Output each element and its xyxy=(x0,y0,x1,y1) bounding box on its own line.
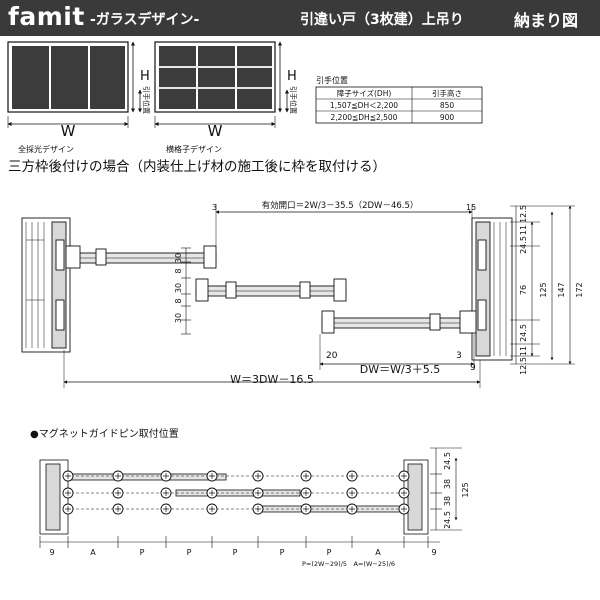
pin-cross-icon xyxy=(401,506,407,512)
pin-spacing-label: P xyxy=(140,548,145,557)
pin-cross-icon xyxy=(163,506,169,512)
door-gap-label: 30 xyxy=(174,253,183,263)
pin-cross-icon xyxy=(349,506,355,512)
header-bar: famit -ガラスデザイン- 引違い戸（3枚建）上吊り 納まり図 xyxy=(0,0,600,36)
pin-cross-icon xyxy=(209,506,215,512)
pin-cross-icon xyxy=(65,490,71,496)
pin-cross-icon xyxy=(115,473,121,479)
right-dim-label: 11 xyxy=(519,346,528,356)
brand-logo: famit xyxy=(8,2,85,31)
right-total-label: 147 xyxy=(557,282,566,297)
right-total-label: 125 xyxy=(539,282,548,297)
pin-cross-icon xyxy=(401,473,407,479)
table-header-size: 障子サイズ(DH) xyxy=(337,88,392,98)
thumb-horizontal-lattice: W 横格子デザイン H 引手位置 xyxy=(154,41,298,154)
door-gap-label: 30 xyxy=(174,283,183,293)
pin-cross-icon xyxy=(209,490,215,496)
pin-cross-icon xyxy=(115,490,121,496)
pin-spacing-label: 9 xyxy=(431,548,436,557)
door-gap-label: 8 xyxy=(174,298,183,303)
pin-cross-icon xyxy=(65,473,71,479)
pin-cross-icon xyxy=(255,506,261,512)
door-gap-label: 8 xyxy=(174,268,183,273)
pin-spacing-label: P xyxy=(187,548,192,557)
thumb2-handle-label: 引手位置 xyxy=(289,86,298,114)
section2-pin-drawing xyxy=(39,447,462,548)
table-title: 引手位置 xyxy=(316,75,348,85)
magnet-pin-layer xyxy=(62,470,410,515)
table-header-height: 引手高さ xyxy=(432,88,462,98)
pin-cross-icon xyxy=(303,506,309,512)
right-dim-label: 12.5 xyxy=(519,205,528,223)
pin-spacing-label: P xyxy=(280,548,285,557)
handle-height-table: 引手位置 障子サイズ(DH) 引手高さ 1,507≦DH＜2,200 850 2… xyxy=(315,75,483,124)
pin-cross-icon xyxy=(209,473,215,479)
right-total-label: 172 xyxy=(575,282,584,297)
thumb1-w-label: W xyxy=(61,122,76,140)
section2-title: ●マグネットガイドピン取付位置 xyxy=(30,427,179,440)
drawing-sheet: W 全採光デザイン H 引手位置 W 横格子デザイン H 引手位置 引手位置 障… xyxy=(7,41,584,568)
series-name: -ガラスデザイン- xyxy=(90,12,200,28)
section2-dimension-labels: 9 A P P P P P A 9 P=(2W−29)/5 A=(W−25)/6… xyxy=(49,452,470,568)
table-cell: 1,507≦DH＜2,200 xyxy=(330,101,398,110)
right-dim-label: 24.5 xyxy=(519,236,528,254)
table-cell: 850 xyxy=(440,101,455,110)
pin-spacing-label: 9 xyxy=(49,548,54,557)
table-cell: 900 xyxy=(440,113,455,122)
dim-right-gap: 15 xyxy=(466,203,476,212)
right-dim-label: 11 xyxy=(519,225,528,235)
thumb2-h-label: H xyxy=(287,69,297,84)
pin-formula: P=(2W−29)/5 A=(W−25)/6 xyxy=(302,560,395,568)
pin-spacing-label: P xyxy=(327,548,332,557)
pin-cross-icon xyxy=(255,473,261,479)
pin-spacing-label: A xyxy=(375,548,381,557)
thumb2-caption: 横格子デザイン xyxy=(166,144,222,154)
section1-plan-drawing xyxy=(21,204,575,388)
right-dim-label: 24.5 xyxy=(443,511,452,529)
pin-cross-icon xyxy=(163,473,169,479)
pin-cross-icon xyxy=(303,490,309,496)
pin-spacing-label: P xyxy=(233,548,238,557)
document-title: 納まり図 xyxy=(514,11,579,30)
dim-effective-opening: 有効開口＝2W/3－35.5（2DW－46.5） xyxy=(262,200,419,211)
pin-cross-icon xyxy=(163,490,169,496)
pin-cross-icon xyxy=(65,506,71,512)
pin-cross-icon xyxy=(401,490,407,496)
right-total-label: 125 xyxy=(461,482,470,497)
table-cell: 2,200≦DH≦2,500 xyxy=(331,113,398,122)
section1-dimension-labels: 3 有効開口＝2W/3－35.5（2DW－46.5） 15 20 DW＝W/3＋… xyxy=(174,200,584,386)
thumb-full-glass: W 全採光デザイン H 引手位置 xyxy=(7,41,151,154)
right-dim-label: 24.5 xyxy=(519,324,528,342)
dim-dw: DW＝W/3＋5.5 xyxy=(360,363,440,376)
pin-cross-icon xyxy=(303,473,309,479)
right-dim-label: 24.5 xyxy=(443,452,452,470)
right-dim-label: 38 xyxy=(443,496,452,506)
pin-cross-icon xyxy=(115,506,121,512)
door-gap-label: 30 xyxy=(174,313,183,323)
right-dim-label: 12.5 xyxy=(519,357,528,375)
product-name: 引違い戸（3枚建）上吊り xyxy=(300,12,464,28)
thumb2-w-label: W xyxy=(208,122,223,140)
dim-dw-offset: 20 xyxy=(326,351,338,361)
pin-spacing-label: A xyxy=(90,548,96,557)
dim-dw-end: 3 xyxy=(456,351,462,361)
thumb1-caption: 全採光デザイン xyxy=(18,144,74,154)
pin-cross-icon xyxy=(349,490,355,496)
dim-w-total: W＝3DW－16.5 xyxy=(230,373,314,386)
thumb1-handle-label: 引手位置 xyxy=(142,86,151,114)
section1-title: 三方枠後付けの場合（内装仕上げ材の施工後に枠を取付ける） xyxy=(8,159,386,175)
right-dim-label: 38 xyxy=(443,479,452,489)
pin-cross-icon xyxy=(349,473,355,479)
dim-left-gap: 3 xyxy=(212,203,217,212)
thumb1-h-label: H xyxy=(140,69,150,84)
right-dim-label: 76 xyxy=(519,285,528,295)
pin-cross-icon xyxy=(255,490,261,496)
dim-w-end: 9 xyxy=(470,363,476,373)
